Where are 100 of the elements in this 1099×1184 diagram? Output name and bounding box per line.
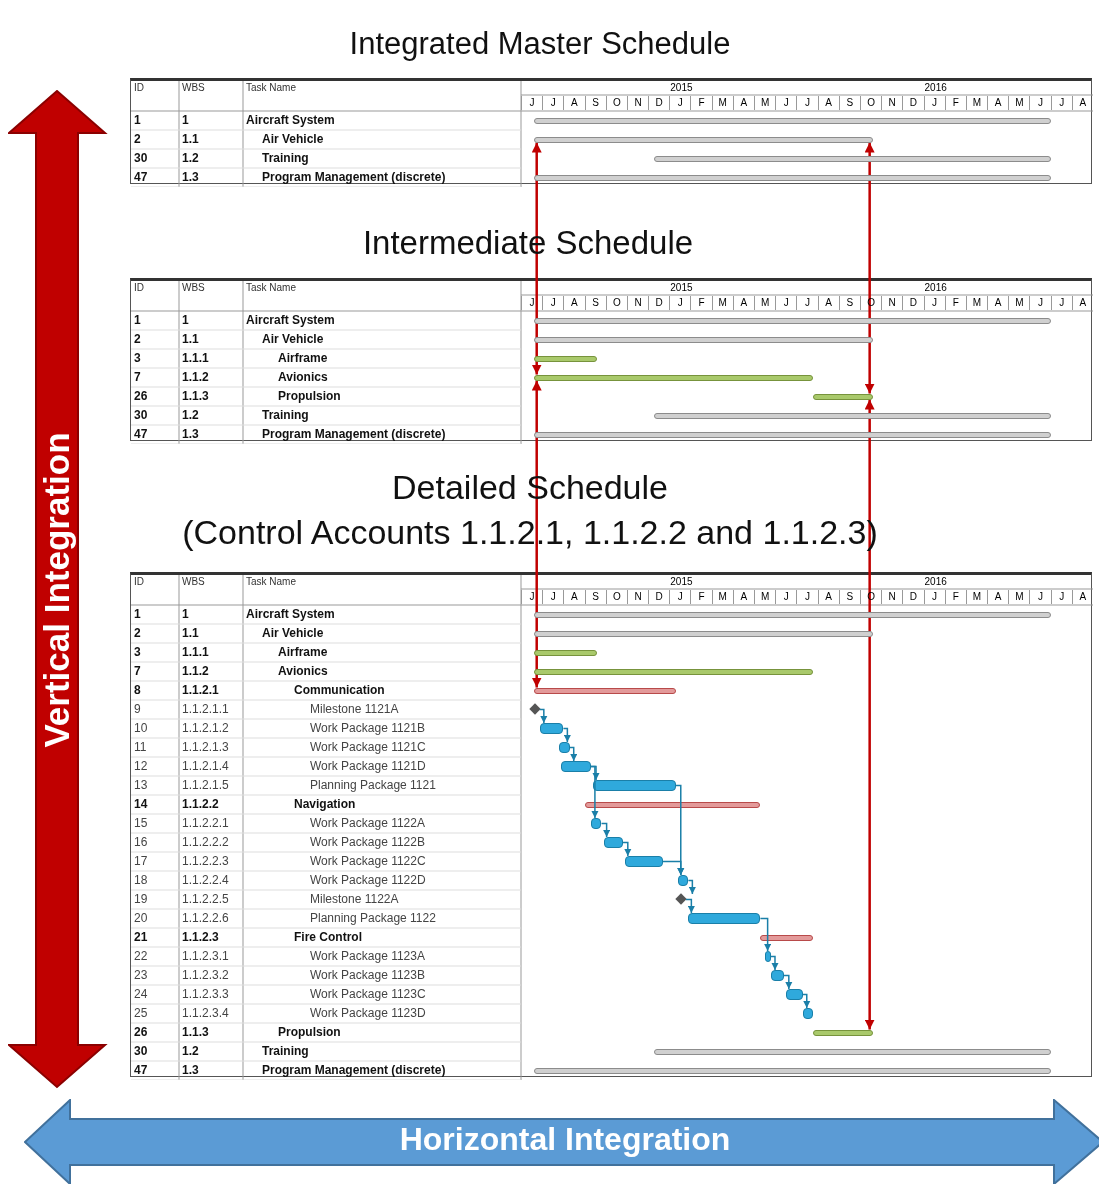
month-label: M [711,296,733,310]
month-label: N [626,296,649,310]
month-label: N [881,296,903,310]
month-label: J [923,96,945,110]
task-name: Program Management (discrete) [262,1062,446,1079]
month-label: J [669,296,691,310]
task-name: Avionics [278,663,328,680]
task-name: Aircraft System [246,606,335,623]
row-id: 1 [134,312,141,329]
task-name: Work Package 1121C [310,739,426,756]
task-name: Air Vehicle [262,331,324,348]
month-label: J [796,296,818,310]
month-label: M [754,296,776,310]
row-id: 15 [134,815,148,832]
row-id: 30 [134,407,148,424]
month-label: M [965,590,988,604]
column-header: ID [134,282,144,293]
wbs-code: 1.2 [182,1043,199,1060]
task-name: Work Package 1121D [310,758,426,775]
column-header: ID [134,82,144,93]
month-label: M [711,96,733,110]
month-label: J [796,96,818,110]
year-label: 2015 [670,576,693,588]
task-name: Propulsion [278,1024,341,1041]
wbs-code: 1.1.2.1.3 [182,739,229,756]
month-label: J [521,590,543,604]
task-name: Milestone 1121A [310,701,399,718]
row-id: 8 [134,682,141,699]
month-label: J [775,296,797,310]
wbs-code: 1.1.2 [182,663,209,680]
month-label: S [838,296,860,310]
row-id: 7 [134,369,141,386]
integration-arrow [531,380,542,688]
column-header: WBS [182,82,205,93]
column-header: WBS [182,282,205,293]
wbs-code: 1.1.2.2.1 [182,815,229,832]
wbs-code: 1.1.2.2 [182,796,219,813]
summary-bar [813,393,873,400]
month-label: A [563,296,585,310]
row-id: 1 [134,606,141,623]
integration-arrow [864,142,875,394]
month-label: S [838,590,860,604]
month-label: J [1029,590,1051,604]
row-id: 12 [134,758,148,775]
month-label: J [1029,96,1051,110]
month-label: A [1071,96,1093,110]
task-name: Planning Package 1121 [310,777,436,794]
month-label: A [732,96,754,110]
task-name: Work Package 1122A [310,815,425,832]
summary-bar [533,687,676,694]
month-label: A [1071,590,1093,604]
month-label: F [944,96,966,110]
row-id: 21 [134,929,148,946]
wbs-code: 1.1.1 [182,350,209,367]
month-label: F [944,590,966,604]
month-label: A [987,296,1009,310]
wbs-code: 1.1.3 [182,1024,209,1041]
month-label: D [902,590,924,604]
month-label: M [711,590,733,604]
wbs-code: 1.1 [182,625,199,642]
row-id: 7 [134,663,141,680]
month-label: J [796,590,818,604]
month-label: D [902,96,924,110]
row-id: 47 [134,169,148,186]
task-name: Aircraft System [246,112,335,129]
year-label: 2016 [924,82,947,94]
month-label: J [775,96,797,110]
task-name: Work Package 1122C [310,853,426,870]
month-label: D [648,590,670,604]
month-label: A [563,590,585,604]
month-label: N [626,590,649,604]
month-label: S [584,296,606,310]
integration-arrow [531,142,542,375]
month-label: J [542,96,564,110]
month-label: F [690,296,712,310]
row-id: 14 [134,796,148,813]
row-id: 26 [134,388,148,405]
wbs-code: 1.3 [182,169,199,186]
arrow-label: Horizontal Integration [398,1121,732,1158]
row-id: 22 [134,948,148,965]
month-label: S [838,96,860,110]
task-name: Fire Control [294,929,362,946]
month-label: J [542,296,564,310]
wbs-code: 1.1.2.1 [182,682,219,699]
wbs-code: 1 [182,312,189,329]
month-label: J [542,590,564,604]
year-label: 2015 [670,82,693,94]
wbs-code: 1.1.3 [182,388,209,405]
month-label: J [521,96,543,110]
row-id: 16 [134,834,148,851]
wbs-code: 1.1 [182,331,199,348]
month-label: D [648,96,670,110]
task-name: Propulsion [278,388,341,405]
month-label: J [669,96,691,110]
task-name: Milestone 1122A [310,891,399,908]
month-label: M [754,96,776,110]
row-id: 26 [134,1024,148,1041]
task-name: Aircraft System [246,312,335,329]
month-label: J [521,296,543,310]
month-label: M [965,296,988,310]
